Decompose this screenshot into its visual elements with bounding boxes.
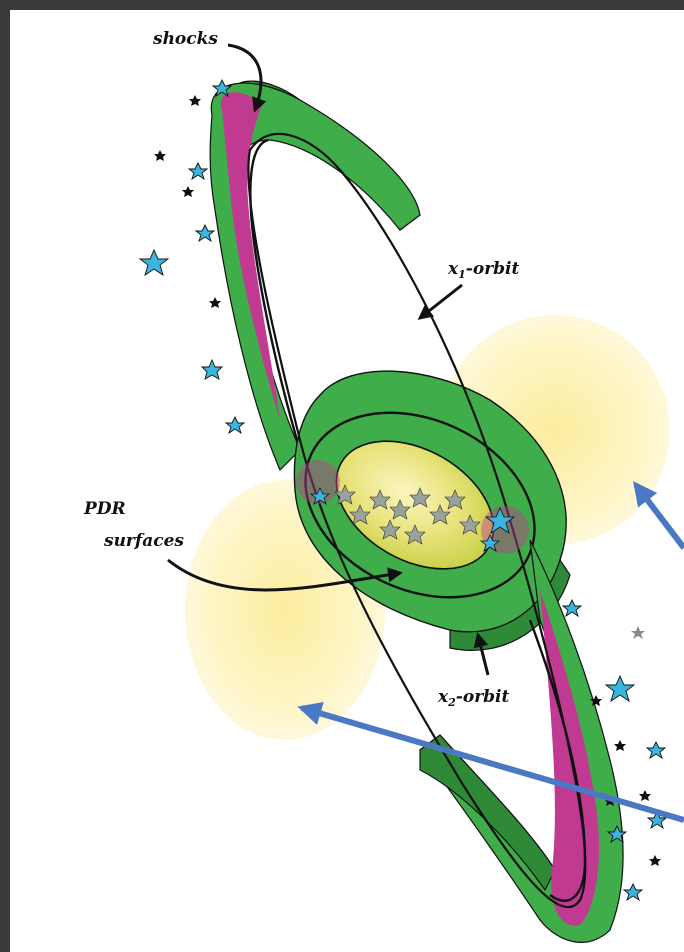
grey-star — [631, 626, 645, 639]
diagram-panel: shocks x1-orbit PDR surfaces x2-orbit — [10, 10, 684, 952]
bar-orbit-diagram: shocks x1-orbit PDR surfaces x2-orbit — [10, 10, 684, 952]
label-pdr: PDR — [83, 499, 126, 519]
blue-arrow-upper — [636, 485, 684, 548]
bar-arm-lower-side — [420, 735, 555, 890]
label-x2-orbit: x2-orbit — [437, 687, 509, 709]
label-shocks: shocks — [152, 29, 218, 49]
label-x1-orbit: x1-orbit — [447, 259, 519, 281]
label-surfaces: surfaces — [103, 531, 184, 551]
x1-orbit-arrow — [420, 285, 462, 318]
